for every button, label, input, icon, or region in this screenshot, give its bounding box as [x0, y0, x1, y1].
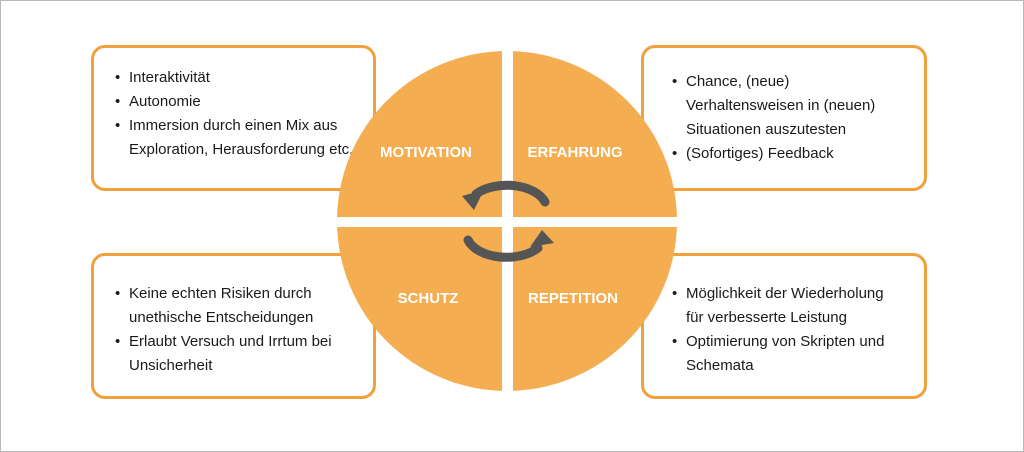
list-item: Erlaubt Versuch und Irrtum beiUnsicherhe… [111, 330, 365, 378]
list-item: Autonomie [111, 90, 365, 114]
label-schutz: SCHUTZ [398, 290, 459, 307]
label-erfahrung: ERFAHRUNG [527, 144, 622, 161]
label-repetition: REPETITION [528, 290, 618, 307]
cycle-arrow-icon [463, 230, 554, 262]
list-item: (Sofortiges) Feedback [668, 142, 916, 166]
erfahrung-list: Chance, (neue)Verhaltensweisen in (neuen… [668, 70, 916, 166]
list-item: Interaktivität [111, 66, 365, 90]
list-item: Immersion durch einen Mix ausExploration… [111, 114, 365, 162]
motivation-box: Interaktivität Autonomie Immersion durch… [91, 45, 376, 191]
list-item: Chance, (neue)Verhaltensweisen in (neuen… [668, 70, 916, 142]
label-motivation: MOTIVATION [380, 144, 472, 161]
motivation-list: Interaktivität Autonomie Immersion durch… [111, 66, 365, 162]
erfahrung-box: Chance, (neue)Verhaltensweisen in (neuen… [641, 45, 927, 191]
cycle-arrow-icon [462, 180, 550, 210]
